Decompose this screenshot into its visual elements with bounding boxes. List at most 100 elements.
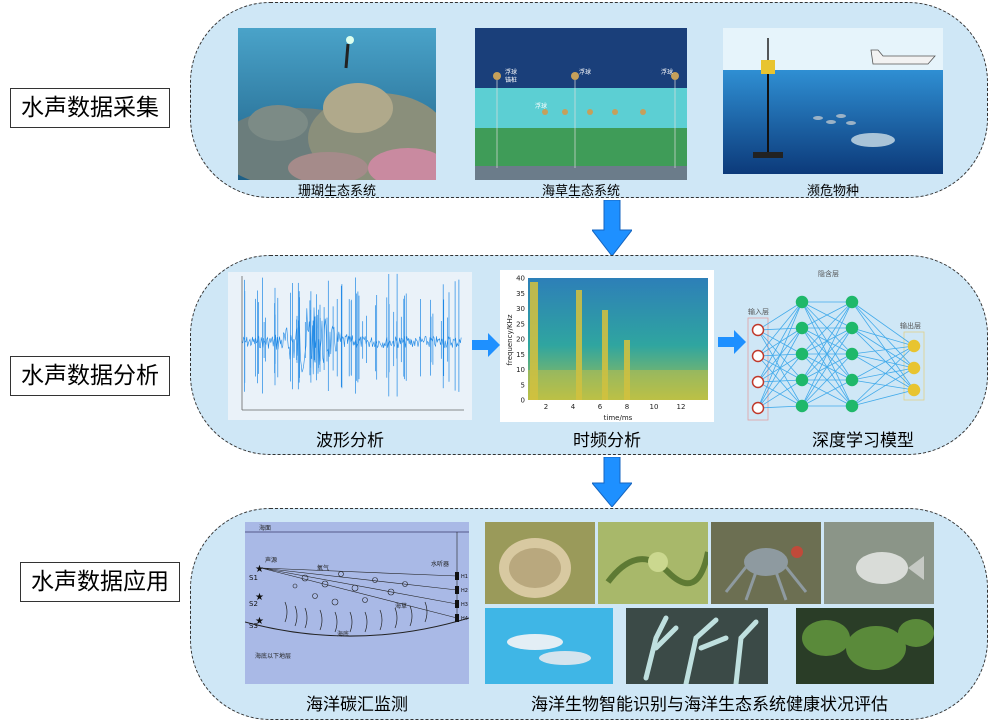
nn-label-input: 输入层 xyxy=(748,307,769,316)
carbon-label-seabed: 海底 xyxy=(337,630,349,638)
spectrogram-xtick: 8 xyxy=(625,403,629,411)
nn-edge xyxy=(851,327,915,391)
spectrogram-ytick: 35 xyxy=(516,290,525,298)
svg-text:★: ★ xyxy=(255,592,264,603)
neural-network-diagram: 输入层 隐含层 输出层 xyxy=(740,262,946,426)
nn-edge xyxy=(757,405,803,409)
nn-edge xyxy=(851,301,915,347)
spectrogram-xtick: 6 xyxy=(598,403,603,411)
caption-coral: 珊瑚生态系统 xyxy=(297,184,376,199)
nn-edge xyxy=(851,353,915,369)
seagrass-tag-2: 浮球 xyxy=(579,68,591,76)
nn-edge xyxy=(801,301,853,329)
caption-carbon-sink: 海洋碳汇监测 xyxy=(306,695,408,715)
flow-arrow-down-2 xyxy=(592,457,632,507)
nn-node xyxy=(907,361,921,375)
spectrogram-ytick: 5 xyxy=(521,381,525,389)
carbon-hydrophone-h2: H2 xyxy=(461,588,468,594)
nn-edge xyxy=(757,301,803,357)
photo-seaweed xyxy=(598,522,708,604)
waveform-plot xyxy=(228,272,472,420)
svg-text:★: ★ xyxy=(255,616,264,627)
nn-edge xyxy=(757,327,803,409)
nn-edge xyxy=(851,379,915,391)
nn-node xyxy=(845,399,859,413)
seagrass-photo: 浮球 锚桩 浮球 浮球 浮球 xyxy=(475,28,687,180)
carbon-label-source: 声源 xyxy=(265,556,277,564)
spectrogram-xtick: 12 xyxy=(677,403,686,411)
seagrass-tag-3: 浮球 xyxy=(661,68,673,76)
caption-spectrogram: 时频分析 xyxy=(573,431,641,451)
nn-edge xyxy=(801,379,853,407)
spectrogram-ytick: 30 xyxy=(516,305,525,313)
nn-edge xyxy=(851,353,915,391)
carbon-hydrophone-h3: H3 xyxy=(461,602,468,608)
nn-node xyxy=(751,323,765,337)
nn-node xyxy=(795,399,809,413)
nn-edge xyxy=(801,301,853,355)
photo-coral xyxy=(626,608,768,684)
carbon-hydrophone-h4: H4 xyxy=(461,616,468,622)
spectrogram-ytick: 10 xyxy=(516,366,525,374)
carbon-label-grass: 海草 xyxy=(395,602,407,610)
seagrass-tag-0: 浮球 xyxy=(505,68,517,76)
seagrass-tag-4: 浮球 xyxy=(535,102,547,110)
carbon-sink-diagram: 海面 海底 海底以下地层 声源 氧气 水听器 海草 ★ ★ ★ S1 S2 xyxy=(245,522,469,684)
nn-edge xyxy=(851,327,915,347)
waveform-spikes xyxy=(244,273,460,397)
nn-edge xyxy=(801,327,853,407)
nn-node xyxy=(845,321,859,335)
nn-node xyxy=(845,347,859,361)
carbon-label-receiver: 水听器 xyxy=(431,560,449,568)
nn-label-hidden: 隐含层 xyxy=(818,269,839,278)
nn-node xyxy=(751,401,765,415)
spectrogram-xlabel: time/ms xyxy=(604,414,633,422)
caption-species-identification: 海洋生物智能识别与海洋生态系统健康状况评估 xyxy=(531,695,888,715)
row-label-application: 水声数据应用 xyxy=(20,562,180,602)
nn-edge xyxy=(801,301,853,407)
nn-node xyxy=(751,375,765,389)
spectrogram-ytick: 0 xyxy=(521,397,525,405)
nn-node xyxy=(751,349,765,363)
carbon-label-top: 海面 xyxy=(259,524,271,532)
carbon-label-bubble: 氧气 xyxy=(317,564,329,572)
nn-edge xyxy=(851,367,915,407)
coral-photo xyxy=(238,28,436,180)
photo-seagrass xyxy=(796,608,934,684)
flow-arrow-right-2 xyxy=(718,330,746,354)
nn-edge xyxy=(851,367,915,381)
seagrass-tag-1: 锚桩 xyxy=(505,76,517,84)
row-label-analysis: 水声数据分析 xyxy=(10,356,170,396)
nn-edge xyxy=(757,301,803,383)
spectrogram-xtick: 2 xyxy=(544,403,548,411)
caption-endangered: 濒危物种 xyxy=(806,184,859,199)
nn-node xyxy=(845,373,859,387)
nn-node xyxy=(907,383,921,397)
nn-edge xyxy=(851,389,915,407)
flow-arrow-right-1 xyxy=(472,333,500,357)
photo-dolphins xyxy=(485,608,613,684)
carbon-source-s1: S1 xyxy=(249,574,258,582)
nn-edge xyxy=(757,301,803,409)
spectrogram-xtick: 4 xyxy=(571,403,576,411)
nn-node xyxy=(845,295,859,309)
carbon-source-s3: S3 xyxy=(249,622,258,630)
nn-edge xyxy=(801,353,853,407)
nn-node xyxy=(907,339,921,353)
carbon-hydrophone-h1: H1 xyxy=(461,574,468,580)
spectrogram-ytick: 15 xyxy=(516,351,525,359)
nn-edge xyxy=(851,301,915,391)
row-label-acquisition: 水声数据采集 xyxy=(10,88,170,128)
nn-node xyxy=(795,347,809,361)
carbon-source-s2: S2 xyxy=(249,600,258,608)
svg-text:★: ★ xyxy=(255,564,264,575)
nn-edge xyxy=(757,301,803,331)
nn-edge xyxy=(851,345,915,381)
photo-crab xyxy=(711,522,821,604)
carbon-label-below: 海底以下地层 xyxy=(255,652,291,660)
caption-waveform: 波形分析 xyxy=(316,431,384,451)
spectrogram-ytick: 20 xyxy=(516,336,525,344)
photo-sponge xyxy=(485,522,595,604)
nn-node xyxy=(795,373,809,387)
